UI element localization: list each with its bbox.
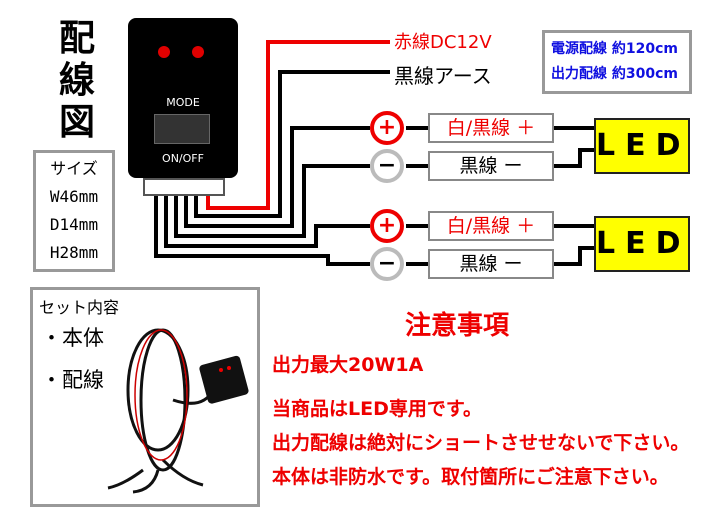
led-box: LED — [594, 118, 690, 174]
indicator-led — [192, 46, 204, 58]
size-label: サイズ — [50, 159, 98, 178]
led1-plus-wire — [184, 126, 370, 228]
note-item: 本体は非防水です。取付箇所にご注意下さい。 — [272, 466, 669, 488]
cable-length-box: 電源配線 約120cm 出力配線 約300cm — [542, 30, 692, 94]
onoff-label: ON/OFF — [162, 152, 204, 165]
led-wires — [554, 126, 595, 266]
kit-contents-box: セット内容 ・本体 ・配線 — [30, 287, 260, 507]
kit-item: ・配線 — [41, 368, 104, 392]
product-photo — [107, 328, 249, 494]
minus-icon: − — [370, 149, 404, 183]
output-length: 出力配線 約300cm — [551, 66, 678, 82]
switch-unit: MODE ON/OFF — [128, 18, 238, 178]
led2-plus-wire — [164, 196, 370, 248]
title-char: 線 — [58, 60, 95, 101]
minus-wire-label: 黒線 ー — [428, 151, 554, 181]
title-char: 配 — [58, 18, 95, 59]
indicator-led — [158, 46, 170, 58]
size-width: W46mm — [49, 187, 99, 206]
black-wire-label: 黒線アース — [394, 64, 492, 88]
note-item: 当商品はLED専用です。 — [272, 398, 482, 420]
connector — [143, 178, 225, 196]
power-length: 電源配線 約120cm — [551, 41, 678, 57]
black-wire — [194, 70, 390, 218]
led-box: LED — [594, 216, 690, 272]
terminal-wires — [406, 126, 428, 266]
mode-label: MODE — [166, 96, 200, 109]
notes-title: 注意事項 — [405, 311, 510, 341]
note-item: 出力配線は絶対にショートさせせないで下さい。 — [272, 432, 690, 454]
page-title: 配 線 図 — [52, 18, 102, 144]
size-height: H28mm — [49, 243, 99, 262]
minus-icon: − — [370, 247, 404, 281]
minus-wire-label: 黒線 ー — [428, 249, 554, 279]
onoff-button[interactable] — [154, 114, 210, 144]
red-wire-label: 赤線DC12V — [394, 32, 492, 53]
plus-wire-label: 白/黒線 ＋ — [428, 113, 554, 143]
plus-icon: + — [370, 111, 404, 145]
plus-icon: + — [370, 209, 404, 243]
plus-wire-label: 白/黒線 ＋ — [428, 211, 554, 241]
size-depth: D14mm — [49, 215, 99, 234]
title-char: 図 — [58, 102, 95, 143]
kit-title: セット内容 — [39, 298, 120, 317]
led1-minus-wire — [174, 164, 370, 238]
note-item: 出力最大20W1A — [272, 354, 424, 376]
size-box: サイズ W46mm D14mm H28mm — [33, 150, 115, 272]
kit-item: ・本体 — [41, 326, 104, 350]
red-wire — [206, 40, 390, 210]
led2-minus-wire — [154, 196, 370, 266]
